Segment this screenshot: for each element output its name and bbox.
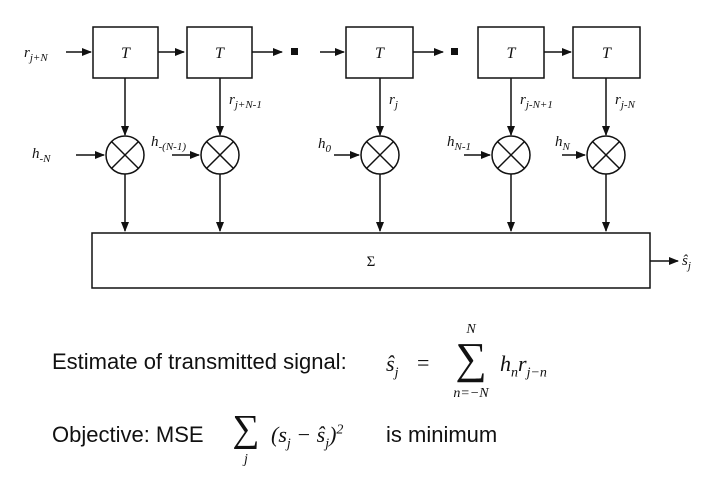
estimate-term: hnrj−n bbox=[500, 351, 547, 381]
estimate-lhs: ŝj bbox=[386, 351, 399, 381]
tap-label-r-j: rj bbox=[389, 92, 398, 111]
delay-block-1: T bbox=[92, 26, 159, 79]
svg-text:T: T bbox=[121, 45, 131, 62]
objective-sum-symbol: ∑ bbox=[232, 408, 260, 450]
multiplier-3 bbox=[360, 135, 400, 175]
svg-text:Σ: Σ bbox=[367, 254, 376, 270]
multiplier-4 bbox=[491, 135, 531, 175]
tap-label-r-j-minus-n: rj-N bbox=[615, 92, 636, 111]
objective-label: Objective: MSE bbox=[52, 422, 204, 447]
tap-lines bbox=[121, 78, 610, 136]
objective-expression: (sj − ŝj)2 bbox=[271, 422, 344, 452]
equalizer-diagram: rj+N T T T T T bbox=[24, 26, 691, 289]
objective-sum-lower: j bbox=[244, 452, 248, 467]
svg-text:T: T bbox=[602, 45, 612, 62]
coefficient-label-h-n-minus-1: hN-1 bbox=[447, 134, 471, 153]
delay-block-2: T bbox=[186, 26, 253, 79]
delay-block-3: T bbox=[345, 26, 414, 79]
estimate-label: Estimate of transmitted signal: bbox=[52, 349, 347, 374]
objective-suffix: is minimum bbox=[386, 422, 498, 447]
summer-block: Σ bbox=[91, 232, 651, 289]
product-lines bbox=[121, 174, 610, 232]
coefficient-label-h-minus-n-minus-1: h-(N-1) bbox=[151, 134, 186, 153]
coefficient-label-h-0: h0 bbox=[318, 136, 332, 155]
sum-lower-limit: n=−N bbox=[453, 386, 489, 401]
multiplier-2 bbox=[200, 135, 240, 175]
ellipsis-dot bbox=[451, 48, 458, 55]
coefficient-label-h-n: hN bbox=[555, 134, 571, 153]
coefficient-label-h-minus-n: h-N bbox=[32, 146, 51, 165]
svg-text:T: T bbox=[375, 45, 385, 62]
output-label: ŝj bbox=[682, 253, 691, 272]
multiplier-5 bbox=[586, 135, 626, 175]
sum-symbol: ∑ bbox=[455, 334, 487, 383]
tap-label-r-j-plus-n-minus-1: rj+N-1 bbox=[229, 92, 262, 111]
svg-text:T: T bbox=[215, 45, 225, 62]
delay-block-5: T bbox=[572, 26, 641, 79]
estimate-equals: = bbox=[417, 350, 430, 375]
svg-text:T: T bbox=[507, 45, 517, 62]
input-label: rj+N bbox=[24, 45, 48, 64]
multiplier-1 bbox=[105, 135, 145, 175]
delay-block-4: T bbox=[477, 26, 545, 79]
sum-upper-limit: N bbox=[466, 322, 476, 337]
tap-label-r-j-minus-n-plus-1: rj-N+1 bbox=[520, 92, 553, 111]
ellipsis-dot bbox=[291, 48, 298, 55]
